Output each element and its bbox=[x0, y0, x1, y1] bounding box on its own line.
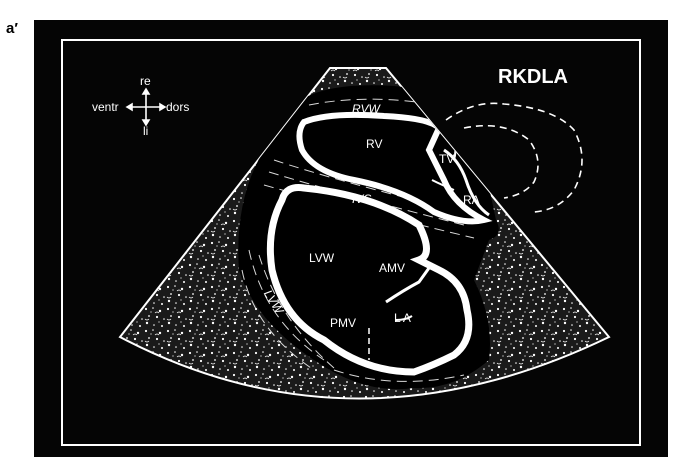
figure-title: RKDLA bbox=[498, 67, 568, 87]
label-ra: RA bbox=[463, 194, 480, 206]
label-lvw-cavity: LVW bbox=[309, 252, 334, 264]
echo-figure: RKDLA re ventr dors li RVW RV TV RA IVS … bbox=[34, 20, 668, 457]
echo-diagram bbox=[34, 20, 668, 457]
orientation-bottom-label: li bbox=[143, 125, 148, 137]
label-rvw: RVW bbox=[352, 103, 380, 115]
label-tv: TV bbox=[439, 153, 454, 165]
orientation-top-label: re bbox=[140, 75, 151, 87]
label-rv: RV bbox=[366, 138, 382, 150]
orientation-cross bbox=[127, 89, 165, 125]
label-amv: AMV bbox=[379, 262, 405, 274]
label-la: L A bbox=[394, 312, 411, 324]
orientation-left-label: ventr bbox=[92, 101, 119, 113]
panel-letter: a′ bbox=[6, 20, 18, 37]
label-pmv: PMV bbox=[330, 317, 356, 329]
orientation-right-label: dors bbox=[166, 101, 189, 113]
label-ivs: IVS bbox=[352, 193, 371, 205]
